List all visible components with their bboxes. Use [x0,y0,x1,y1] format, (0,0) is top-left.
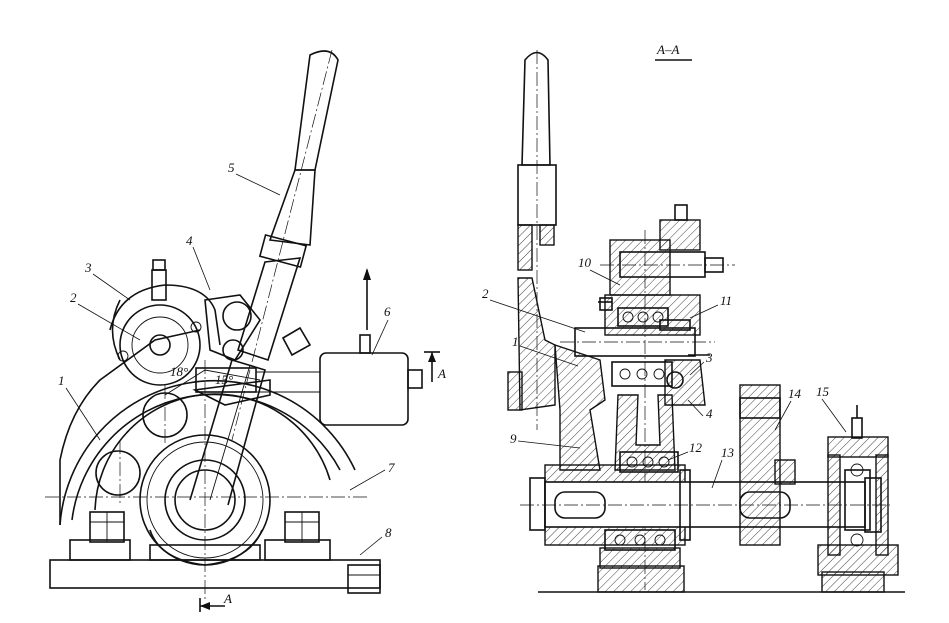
svg-text:13: 13 [721,445,735,460]
svg-text:11: 11 [720,293,732,308]
handle-grip [294,50,339,171]
svg-text:8: 8 [385,525,392,540]
svg-text:5: 5 [228,160,235,175]
left-part-labels: 1 2 3 4 5 6 7 8 [58,160,395,556]
bearing-upper [617,307,669,327]
spring-box [319,352,409,426]
housing-hole-lower [95,450,141,496]
right-housing [827,436,889,458]
svg-text:3: 3 [705,350,713,365]
svg-text:7: 7 [388,460,395,475]
bearing-mid [611,361,673,387]
svg-text:14: 14 [788,386,802,401]
right-part-labels: 1 2 3 4 9 10 11 12 13 14 15 [482,255,847,489]
section-title: A–A [656,42,679,57]
gear [739,384,781,546]
lever-arm [189,359,266,506]
svg-text:3: 3 [84,260,92,275]
section-marker-bottom: A [223,591,232,606]
svg-text:1: 1 [512,334,519,349]
guard-arc [59,379,356,526]
section-marker-right: A [437,366,446,381]
lever-pin [222,301,252,331]
svg-text:12: 12 [689,440,703,455]
housing-body [59,329,201,525]
svg-text:4: 4 [186,233,193,248]
svg-text:15: 15 [816,384,830,399]
svg-text:10: 10 [578,255,592,270]
right-view: A–A [482,42,905,593]
cam-disk [119,304,201,386]
svg-text:1: 1 [58,373,65,388]
svg-text:9: 9 [510,431,517,446]
base-nut-left [89,511,125,543]
section-handle [521,51,551,166]
angle-label-18: 18° [170,364,188,379]
base-nut-right [284,511,320,543]
svg-text:2: 2 [70,290,77,305]
svg-text:6: 6 [384,304,391,319]
svg-text:2: 2 [482,286,489,301]
svg-text:4: 4 [706,406,713,421]
angle-label-15: 15° [215,372,233,387]
left-view: A A 18° 15° 1 2 3 4 5 6 7 8 [45,49,446,612]
bracket [554,344,606,471]
foot-nut-right [347,564,381,594]
